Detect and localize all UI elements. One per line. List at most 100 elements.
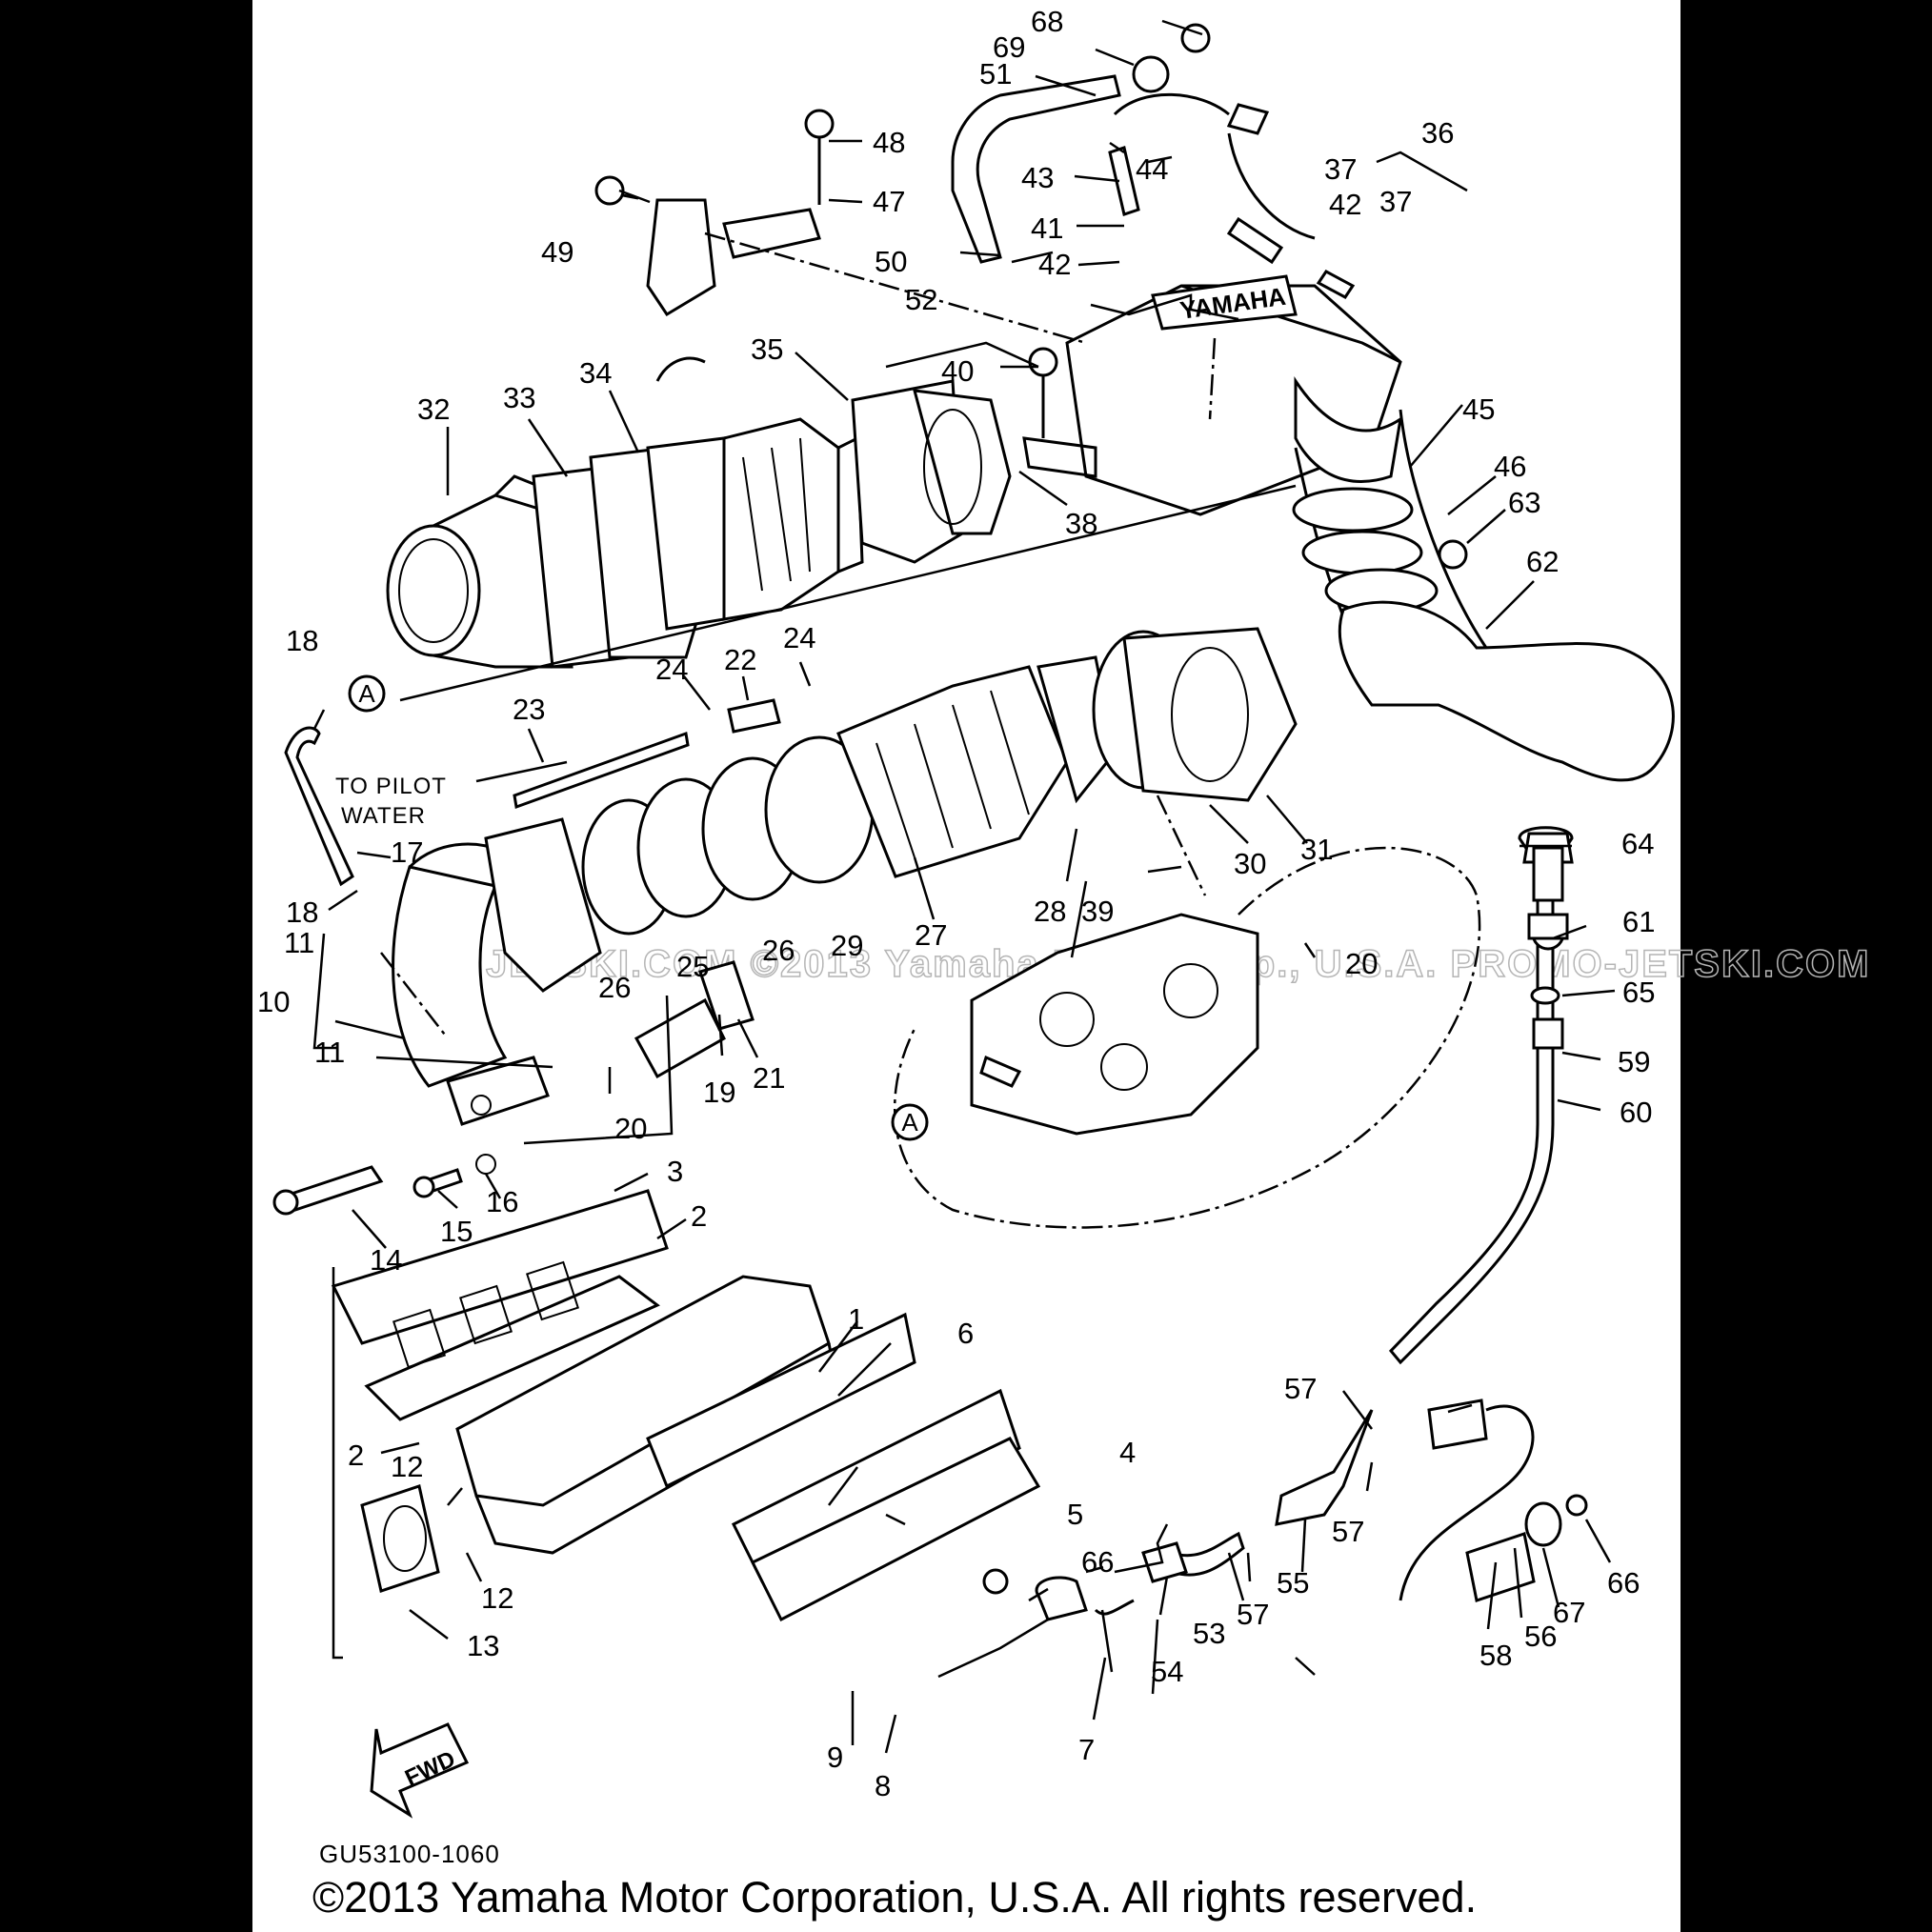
reference-marker-a-upper: A	[348, 674, 386, 713]
callout-52: 52	[905, 283, 937, 316]
callout-34: 34	[579, 356, 612, 390]
callout-15: 15	[440, 1215, 473, 1248]
callout-12b: 12	[481, 1581, 513, 1615]
callout-23: 23	[513, 693, 545, 726]
callout-55: 55	[1277, 1566, 1309, 1600]
callout-60: 60	[1620, 1096, 1652, 1129]
callout-67: 67	[1553, 1596, 1585, 1629]
svg-text:TO PILOT: TO PILOT	[335, 774, 447, 799]
callout-3: 3	[667, 1155, 683, 1188]
diagram-sheet	[252, 0, 1680, 1932]
exhaust-pipe-assembly	[392, 627, 1298, 1088]
callout-37b: 37	[1379, 185, 1412, 218]
callout-31: 31	[1300, 833, 1333, 866]
callout-40: 40	[941, 354, 974, 388]
callout-54: 54	[1151, 1655, 1183, 1688]
callout-35: 35	[751, 332, 783, 366]
callout-leaders	[312, 19, 1616, 1754]
callout-63: 63	[1508, 486, 1540, 519]
callout-25: 25	[676, 950, 709, 983]
callout-53: 53	[1193, 1617, 1225, 1650]
callout-24b: 24	[655, 653, 688, 686]
callout-11: 11	[284, 926, 314, 959]
callout-44: 44	[1136, 152, 1168, 186]
callout-64: 64	[1621, 827, 1654, 860]
cylinder-head-outline	[970, 913, 1259, 1136]
callout-17: 17	[391, 835, 423, 869]
callout-21: 21	[753, 1061, 785, 1095]
callout-42b: 42	[1329, 188, 1361, 221]
callout-38: 38	[1065, 507, 1097, 540]
callout-45: 45	[1462, 392, 1495, 426]
callout-24: 24	[783, 621, 815, 654]
pilot-water-hose-assembly	[284, 698, 781, 1079]
callout-18: 18	[286, 624, 318, 657]
callout-26: 26	[762, 934, 795, 967]
callout-69: 69	[993, 30, 1025, 64]
pilot-water-note: TO PILOT WATER	[335, 760, 568, 829]
callout-51: 51	[979, 57, 1012, 91]
callout-43: 43	[1021, 161, 1054, 194]
callout-2: 2	[691, 1199, 707, 1233]
fwd-arrow-icon: FWD	[370, 1722, 470, 1819]
copyright-notice: ©2013 Yamaha Motor Corporation, U.S.A. A…	[312, 1873, 1477, 1922]
callout-33: 33	[503, 381, 535, 414]
callout-65: 65	[1622, 976, 1655, 1009]
callout-46: 46	[1494, 450, 1526, 483]
callout-57b: 57	[1332, 1515, 1364, 1548]
callout-5: 5	[1067, 1498, 1083, 1531]
callout-66b: 66	[1607, 1566, 1640, 1600]
callout-62: 62	[1526, 545, 1559, 578]
callout-27: 27	[915, 918, 947, 952]
callout-50: 50	[875, 245, 907, 278]
svg-text:WATER: WATER	[341, 803, 426, 829]
callout-58: 58	[1479, 1639, 1512, 1672]
callout-8: 8	[875, 1769, 891, 1802]
callout-20: 20	[1345, 947, 1378, 980]
callout-59: 59	[1618, 1045, 1650, 1078]
callout-11b: 11	[314, 1036, 345, 1069]
callout-49: 49	[541, 235, 574, 269]
callout-16: 16	[486, 1185, 518, 1218]
callout-2b: 2	[348, 1439, 364, 1472]
callout-18b: 18	[286, 896, 318, 929]
callout-41: 41	[1031, 211, 1063, 245]
callout-10: 10	[257, 985, 290, 1018]
callout-42: 42	[1038, 248, 1071, 281]
callout-57: 57	[1284, 1372, 1317, 1405]
callout-37: 37	[1324, 152, 1357, 186]
callout-57c: 57	[1237, 1598, 1269, 1631]
callout-19: 19	[703, 1076, 735, 1109]
svg-text:A: A	[358, 679, 375, 708]
callout-61: 61	[1622, 905, 1655, 938]
callout-7: 7	[1078, 1733, 1095, 1766]
callout-20b: 20	[614, 1112, 647, 1145]
callout-22: 22	[724, 643, 756, 676]
callout-6: 6	[957, 1317, 974, 1350]
callout-48: 48	[873, 126, 905, 159]
callout-32: 32	[417, 392, 450, 426]
diagram-code: GU53100-1060	[319, 1840, 500, 1868]
relation-lines	[312, 151, 1481, 1679]
callout-9: 9	[827, 1741, 843, 1774]
callout-68: 68	[1031, 5, 1063, 38]
callout-47: 47	[873, 185, 905, 218]
callout-26b: 26	[598, 971, 631, 1004]
reference-marker-a-lower: A	[891, 1103, 929, 1141]
callout-30: 30	[1234, 847, 1266, 880]
callout-39: 39	[1081, 895, 1114, 928]
exhaust-manifold-assembly	[272, 1056, 1041, 1622]
water-lock-assembly: YAMAHA	[594, 23, 1403, 516]
svg-text:A: A	[901, 1108, 918, 1137]
callout-1: 1	[848, 1302, 864, 1336]
callout-28: 28	[1034, 895, 1066, 928]
callout-13: 13	[467, 1629, 499, 1662]
callout-56: 56	[1524, 1620, 1557, 1653]
exhaust-chamber-assembly	[386, 379, 1012, 669]
callout-numbers: 1 2 2 3 4 5 6 7 8 9 10 11 11 12 12 13 14…	[257, 5, 1655, 1802]
callout-4: 4	[1119, 1436, 1136, 1469]
callout-29: 29	[831, 929, 863, 962]
callout-14: 14	[370, 1243, 402, 1277]
callout-12: 12	[391, 1450, 423, 1483]
